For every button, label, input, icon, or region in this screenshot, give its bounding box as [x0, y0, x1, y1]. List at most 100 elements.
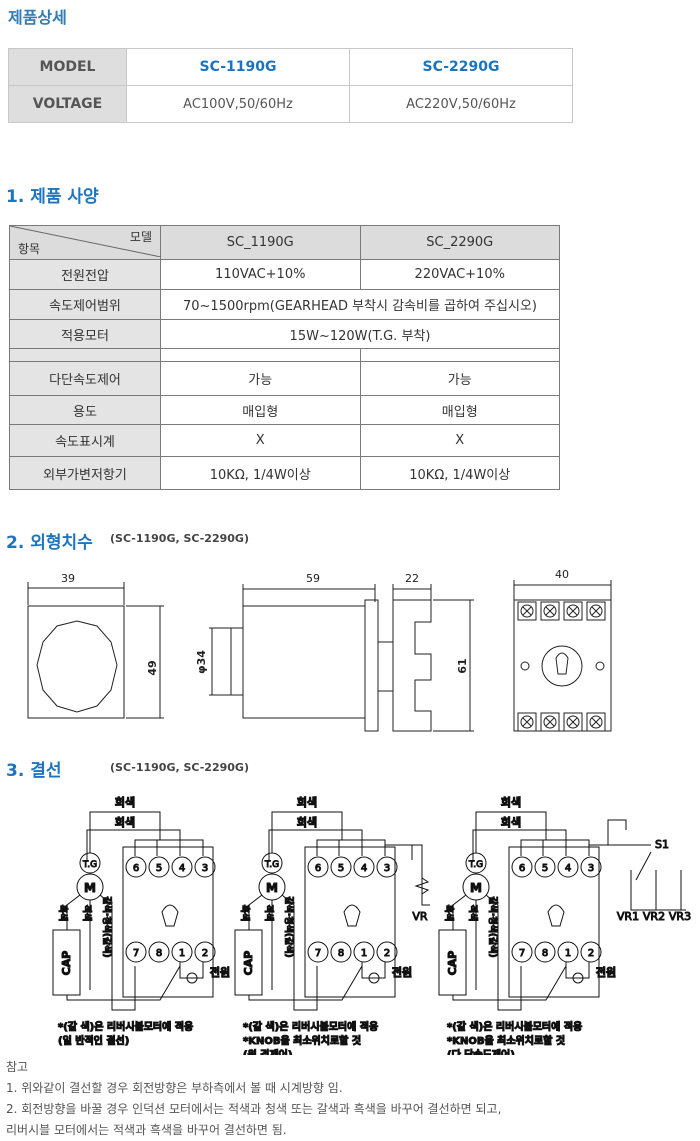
- terminal-icon: [376, 856, 398, 878]
- terminal-icon: [511, 856, 533, 878]
- terminal-number: 6: [133, 863, 139, 874]
- page-title: 제품상세: [8, 8, 67, 27]
- terminal-icon: [557, 856, 579, 878]
- overview-table: MODEL SC-1190G SC-2290G VOLTAGE AC100V,5…: [8, 48, 573, 123]
- row-value: 70~1500rpm(GEARHEAD 부착시 감속비를 곱하여 주십시오): [160, 289, 560, 320]
- row-label: 속도제어범위: [9, 289, 161, 320]
- terminal-screw-icon: [517, 601, 537, 621]
- diagram-note: (다 단속도제어): [447, 1048, 515, 1055]
- terminal-number: 8: [156, 948, 162, 959]
- gray-wire-label: 회색: [115, 795, 135, 809]
- dimension-subtitle: (SC-1190G, SC-2290G): [110, 532, 249, 545]
- terminal-icon: [307, 941, 329, 963]
- screw-icon: [520, 715, 534, 729]
- power-wires: [361, 962, 386, 979]
- vr-label: VR: [412, 910, 428, 923]
- row-value: X: [359, 424, 560, 457]
- tg-label: T.G: [82, 860, 97, 870]
- terminal-number: 1: [179, 948, 185, 959]
- terminal-screw-icon: [563, 601, 583, 621]
- black-wire-label: 흑색: [239, 905, 251, 922]
- screw-cross-icon: [591, 606, 601, 616]
- terminal-number: 5: [338, 863, 344, 874]
- tachogenerator-icon: [465, 852, 487, 874]
- gray-wire-label: 회색: [297, 795, 317, 809]
- voltage-label: VOLTAGE: [8, 85, 127, 123]
- brown-wire-label: 갈색·청색(갈색): [283, 896, 295, 957]
- model-label: MODEL: [8, 48, 127, 86]
- row-label: 적용모터: [9, 319, 161, 349]
- terminal-number: 2: [588, 948, 594, 959]
- gray-wire-label: 회색: [501, 815, 521, 829]
- power-label: 전원: [210, 965, 230, 979]
- row-value: 10KΩ, 1/4W이상: [359, 456, 560, 490]
- row-value: 가능: [160, 361, 361, 396]
- gray-wires: [86, 811, 204, 862]
- model-header: SC_1190G: [160, 225, 361, 260]
- controller-body: [304, 846, 396, 998]
- table-header-row: 모델 항목 SC_1190G SC_2290G: [9, 225, 560, 260]
- gray-wire-label: 회색: [115, 815, 135, 829]
- screw-cross-icon: [545, 717, 555, 727]
- knob-icon: [161, 904, 179, 927]
- row-value: [359, 348, 560, 362]
- gray-wires: [472, 811, 590, 862]
- terminal-number: 5: [542, 863, 548, 874]
- row-label: 속도표시계: [9, 424, 161, 457]
- terminal-icon: [330, 941, 352, 963]
- terminal-icon: [376, 941, 398, 963]
- terminal-screw-icon: [517, 712, 537, 732]
- screw-cross-icon: [568, 717, 578, 727]
- power-wires: [565, 962, 590, 979]
- tg-label: T.G: [264, 860, 279, 870]
- terminal-number: 7: [519, 948, 525, 959]
- power-label: 전원: [392, 965, 412, 979]
- tachogenerator-icon: [261, 852, 283, 874]
- vr-label: VR2: [643, 910, 665, 923]
- side-socket-dim: 22: [405, 572, 419, 585]
- red-wire-label: 적색: [263, 905, 275, 922]
- terminal-number: 4: [361, 863, 367, 874]
- screw-icon: [543, 604, 557, 618]
- power-wires: [179, 962, 204, 979]
- power-source-icon: [368, 972, 380, 984]
- terminal-icon: [353, 856, 375, 878]
- socket-view: 40: [513, 568, 612, 732]
- terminal-icon: [534, 856, 556, 878]
- terminal-screw-icon: [563, 712, 583, 732]
- diagram-note: *(갈 색)은 리버시블모터에 적용: [447, 1020, 582, 1033]
- row-value: X: [160, 424, 361, 457]
- socket-width-dim: 40: [555, 568, 569, 581]
- front-height-dim: 49: [146, 660, 159, 675]
- row-value: 가능: [359, 361, 560, 396]
- terminal-number: 2: [384, 948, 390, 959]
- capacitor-box: [438, 929, 467, 996]
- corner-model-label: 모델: [129, 230, 152, 244]
- motor-label: M: [266, 881, 278, 895]
- terminal-number: 1: [361, 948, 367, 959]
- screw-icon: [543, 715, 557, 729]
- voltage-value: AC220V,50/60Hz: [349, 85, 573, 123]
- model-header: SC_2290G: [359, 225, 560, 260]
- reference-line: 1. 위와같이 결선할 경우 회전방향은 부하측에서 볼 때 시계방향 임.: [6, 1081, 343, 1095]
- terminal-number: 7: [133, 948, 139, 959]
- model-value: SC-2290G: [349, 48, 573, 86]
- corner-item-label: 항목: [18, 242, 41, 256]
- gray-wire-label: 회색: [297, 815, 317, 829]
- terminal-icon: [580, 856, 602, 878]
- motor-label: M: [470, 881, 482, 895]
- terminal-number: 2: [202, 948, 208, 959]
- terminal-number: 4: [179, 863, 185, 874]
- front-view: 39 49: [27, 572, 164, 719]
- reference-line: 2. 회전방향을 바꿀 경우 인덕션 모터에서는 적색과 청색 또는 갈색과 흑…: [6, 1102, 502, 1116]
- row-label: 전원전압: [9, 259, 161, 290]
- screw-icon: [566, 715, 580, 729]
- side-view: 59 22 φ34 61: [195, 572, 474, 732]
- black-wire-label: 흑색: [443, 905, 455, 922]
- terminal-icon: [125, 856, 147, 878]
- terminal-number: 5: [156, 863, 162, 874]
- red-wire-label: 적색: [467, 905, 479, 922]
